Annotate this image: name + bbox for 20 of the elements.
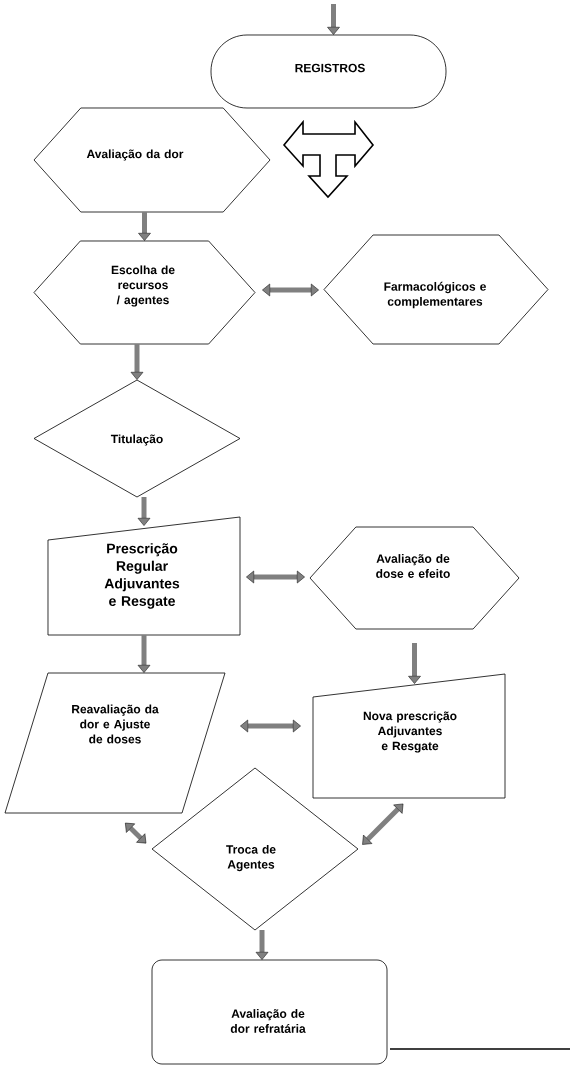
block-arrow [255,930,269,960]
block-arrow [408,643,421,684]
block-arrow [137,497,151,526]
block-arrow [137,635,151,673]
block-arrow [130,344,144,380]
hexagon-box: Avaliação de dose e efeito [309,526,520,630]
manual-input-box: Prescrição Regular Adjuvantes e Resgate [47,516,241,636]
parallelogram-box: Reavaliação da dor e Ajuste de doses [4,672,226,814]
block-arrow [138,212,151,241]
block-arrow [327,4,340,35]
block-arrow [125,822,147,844]
block-arrow [240,719,301,733]
block-arrow [362,803,404,845]
hexagon-box: Avaliação da dor [33,107,271,213]
hexagon-box: Farmacológicos e complementares [323,234,549,345]
block-arrow [262,283,319,297]
block-arrow [246,570,305,584]
rounded-box: Avaliação de dor refratária [151,959,388,1065]
hexagon-box: Escolha de recursos / agentes [33,240,256,345]
manual-input-box: Nova prescrição Adjuvantes e Resgate [312,673,506,799]
